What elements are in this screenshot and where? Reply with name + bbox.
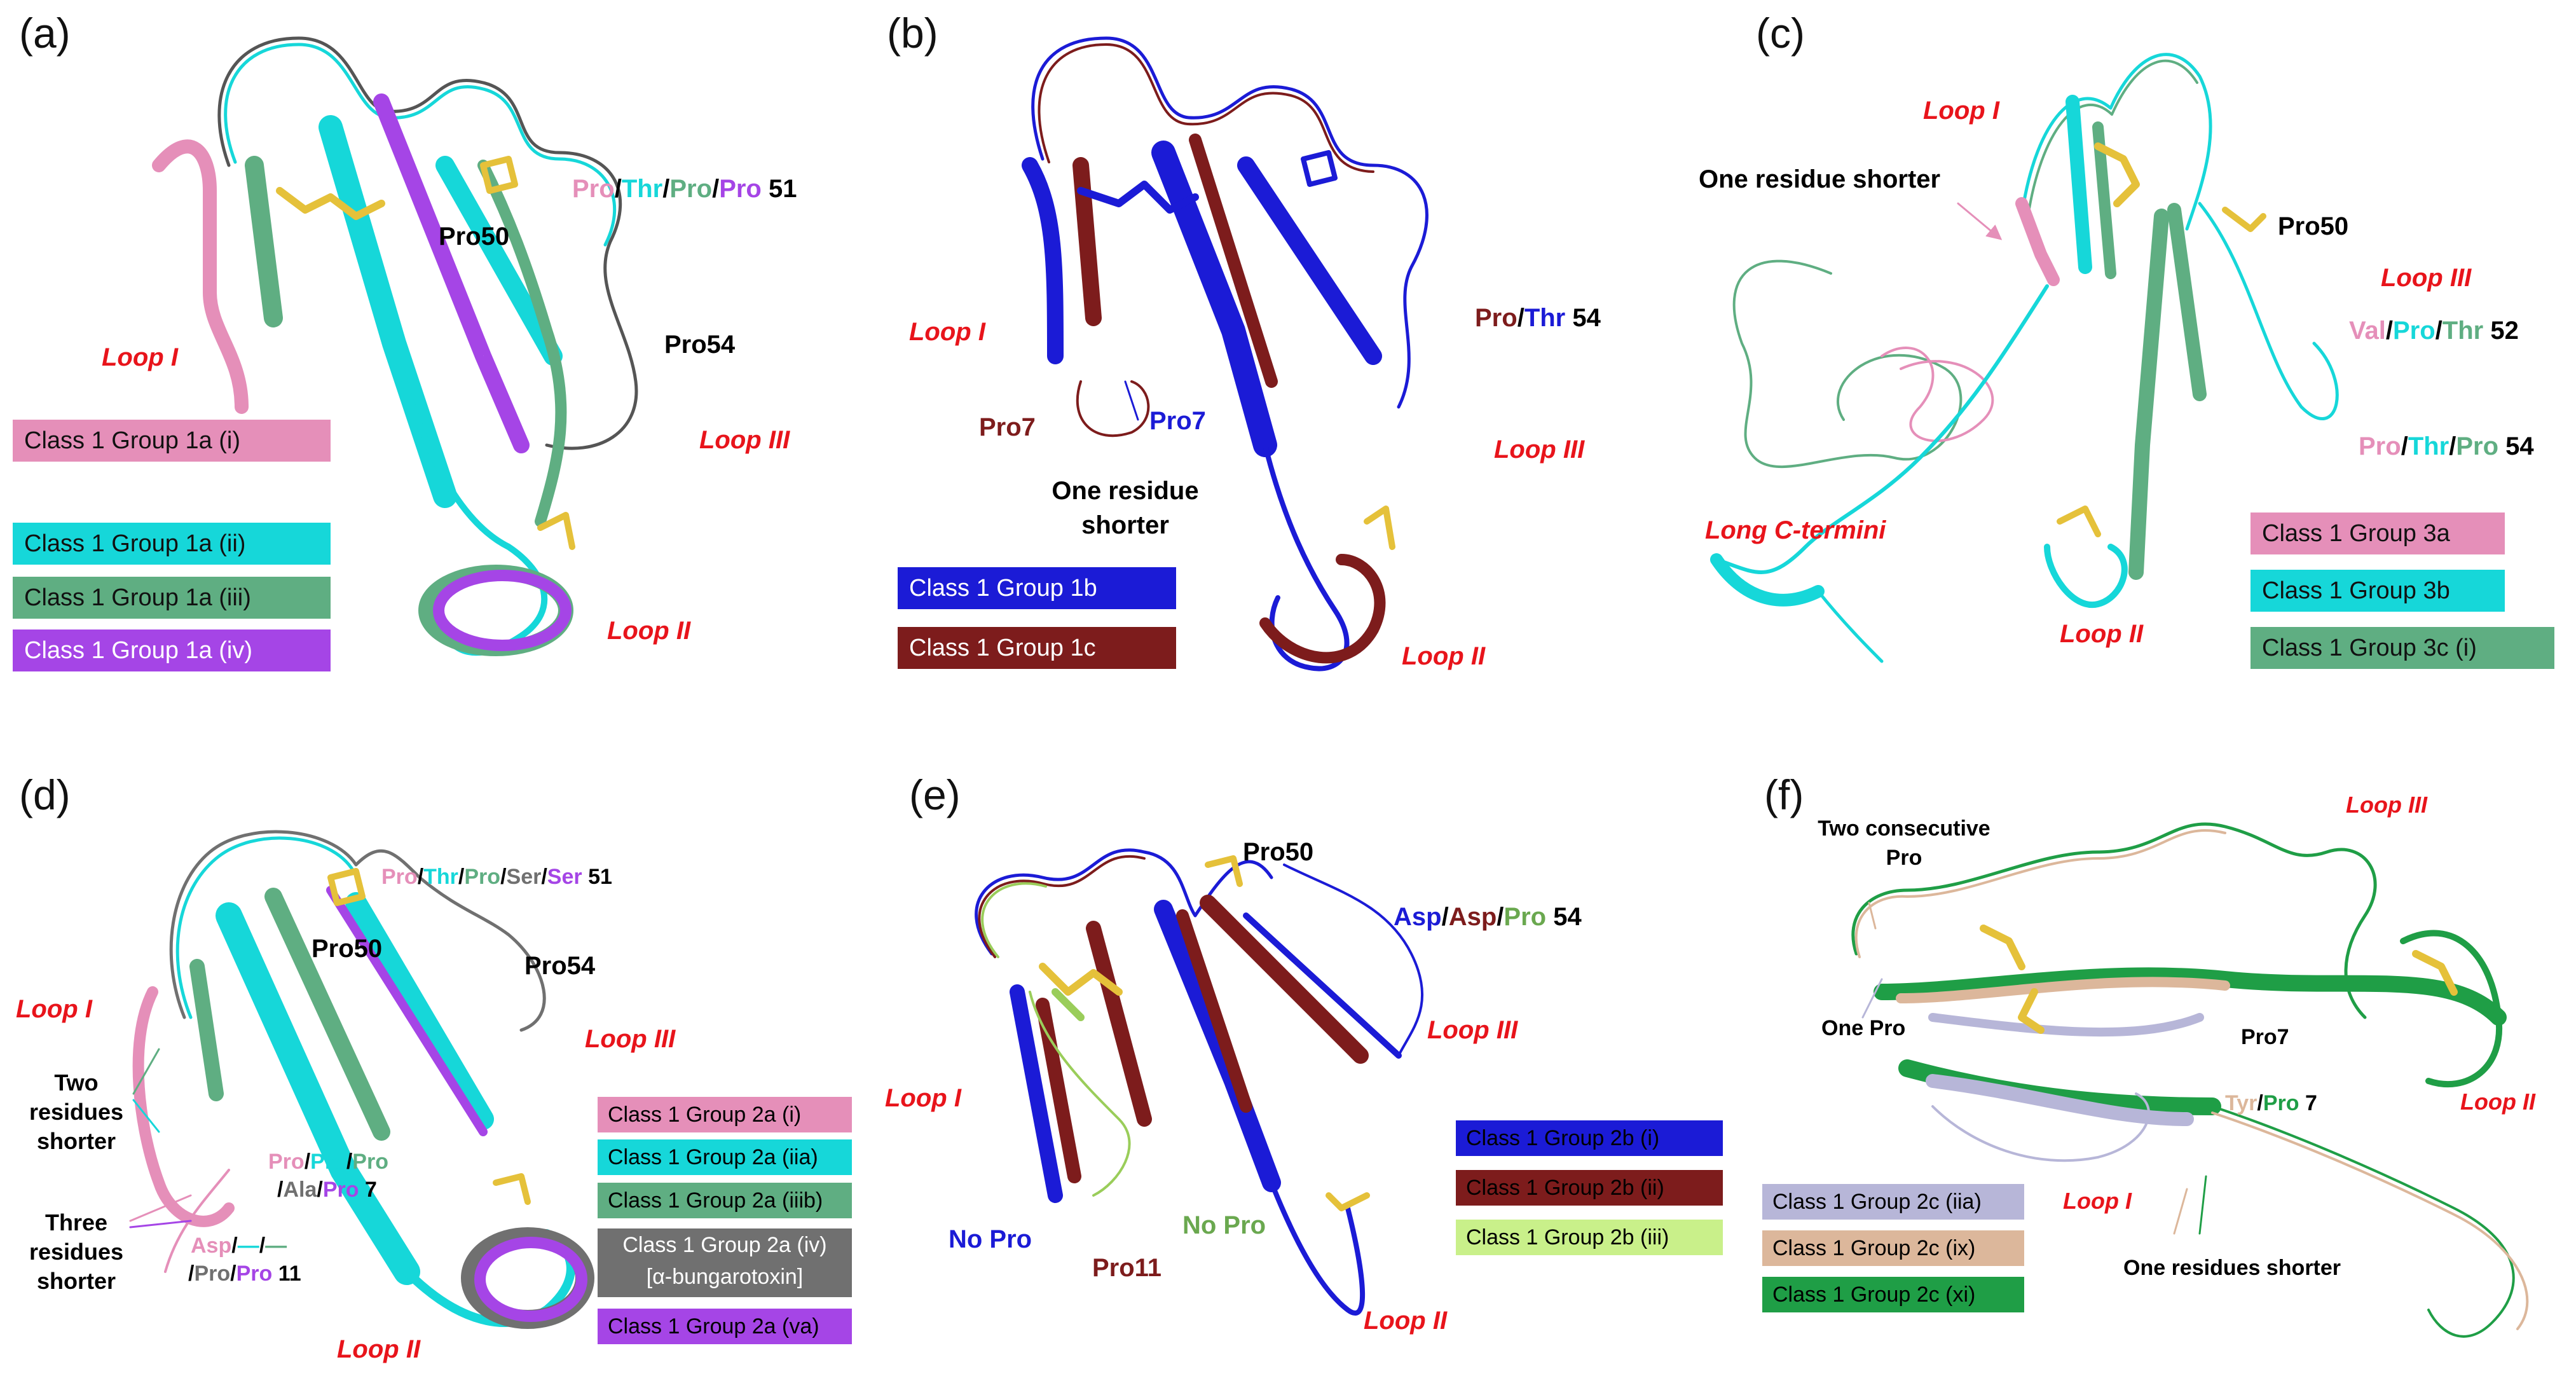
panel-f-loop-i: Loop I [2063, 1188, 2132, 1214]
panel-a-residue-51: Pro/Thr/Pro/Pro 51 [572, 175, 797, 203]
panel-d-loop-i: Loop I [16, 995, 92, 1023]
panel-a-loop-ii: Loop II [607, 617, 691, 645]
panel-f-two-consecutive-pro: Two consecutive Pro [1818, 816, 1990, 870]
panel-c-pro50: Pro50 [2278, 212, 2349, 240]
panel-f-structure [1851, 822, 2529, 1338]
panel-e-legend-2b-i: Class 1 Group 2b (i) [1456, 1120, 1723, 1156]
panel-d-pro50: Pro50 [312, 935, 383, 963]
panel-a-pro54: Pro54 [664, 331, 736, 359]
panel-d-legend-2a-va: Class 1 Group 2a (va) [598, 1309, 852, 1344]
panel-b-legend-1b: Class 1 Group 1b [898, 567, 1176, 609]
panel-b-legend-1c: Class 1 Group 1c [898, 627, 1176, 669]
panel-b-structure [1022, 36, 1428, 671]
panel-b-letter: (b) [887, 10, 938, 57]
panel-c-loop-i: Loop I [1923, 97, 1999, 125]
panel-d-residue-51: Pro/Thr/Pro/Ser/Ser 51 [381, 865, 612, 889]
panel-d-residue-11-line2: /Pro/Pro 11 [188, 1262, 301, 1286]
panel-f-letter: (f) [1764, 771, 1804, 818]
panel-b-loop-ii: Loop II [1402, 642, 1486, 670]
panel-a-structure [152, 36, 638, 656]
panel-d-three-residues-shorter: Three residues shorter [29, 1209, 124, 1294]
panel-a-letter: (a) [19, 10, 71, 57]
panel-b-loop-i: Loop I [909, 318, 985, 346]
panel-e-letter: (e) [909, 771, 961, 818]
panel-a-legend-1a-iv: Class 1 Group 1a (iv) [13, 630, 331, 671]
panel-d-residue-7-line1: Pro/Pro/Pro [268, 1150, 388, 1174]
panel-d-two-residues-shorter: Two residues shorter [29, 1070, 124, 1154]
panel-c-legend-3a: Class 1 Group 3a [2251, 513, 2505, 554]
panel-b-one-residue-shorter: One residue shorter [1052, 477, 1199, 539]
panel-b-pro7-maroon: Pro7 [979, 413, 1036, 441]
panel-e-no-pro-green: No Pro [1182, 1211, 1266, 1239]
panel-e-pro11: Pro11 [1092, 1254, 1161, 1282]
panel-e-pro50: Pro50 [1243, 838, 1314, 866]
panel-c-loop-ii: Loop II [2060, 620, 2144, 648]
panel-c-loop-iii: Loop III [2381, 264, 2472, 292]
panel-e-legend-2b-ii: Class 1 Group 2b (ii) [1456, 1170, 1723, 1206]
panel-c-residue-54: Pro/Thr/Pro 54 [2359, 432, 2534, 460]
panel-e-loop-i: Loop I [885, 1084, 961, 1112]
panel-c-legend-3c-i: Class 1 Group 3c (i) [2251, 627, 2554, 669]
panel-f-one-pro: One Pro [1821, 1016, 1906, 1040]
panel-e-residue-54: Asp/Asp/Pro 54 [1394, 903, 1582, 931]
panel-e-no-pro-blue: No Pro [949, 1225, 1032, 1253]
panel-c-residue-52: Val/Pro/Thr 52 [2349, 317, 2519, 345]
panel-d-loop-ii: Loop II [337, 1335, 421, 1363]
panel-e-legend-2b-iii: Class 1 Group 2b (iii) [1456, 1220, 1723, 1255]
panel-d-residue-11-line1: Asp/—/— [191, 1234, 287, 1258]
panel-f-one-residues-shorter: One residues shorter [2123, 1256, 2341, 1280]
panel-f-pro7: Pro7 [2241, 1025, 2289, 1049]
panel-f-legend-2c-iia: Class 1 Group 2c (iia) [1762, 1184, 2024, 1220]
panel-f-legend-2c-ix: Class 1 Group 2c (ix) [1762, 1230, 2024, 1266]
panel-d-pro54: Pro54 [524, 952, 596, 980]
panel-b-loop-iii: Loop III [1494, 436, 1585, 464]
panel-a-pro50: Pro50 [439, 223, 510, 251]
panel-a-legend-1a-ii: Class 1 Group 1a (ii) [13, 523, 331, 565]
panel-b-pro7-blue: Pro7 [1149, 407, 1206, 435]
panel-d-legend-2a-i: Class 1 Group 2a (i) [598, 1097, 852, 1132]
panel-c-long-c-termini: Long C-termini [1705, 516, 1886, 544]
panel-d-legend-2a-iv: Class 1 Group 2a (iv) [α-bungarotoxin] [598, 1228, 852, 1297]
panel-f-residue-7: Tyr/Pro 7 [2225, 1091, 2317, 1115]
panel-c-structure [1710, 53, 2339, 663]
panel-d-legend-2a-iia: Class 1 Group 2a (iia) [598, 1139, 852, 1175]
panel-a-loop-iii: Loop III [699, 426, 790, 454]
panel-d-loop-iii: Loop III [585, 1025, 676, 1053]
panel-b-residue-54: Pro/Thr 54 [1475, 304, 1601, 332]
panel-f-legend-2c-xi: Class 1 Group 2c (xi) [1762, 1277, 2024, 1312]
panel-f-loop-iii: Loop III [2346, 792, 2427, 818]
panel-f-loop-ii: Loop II [2460, 1089, 2535, 1115]
panel-a-legend-1a-iii: Class 1 Group 1a (iii) [13, 577, 331, 619]
panel-d-legend-2a-iiib: Class 1 Group 2a (iiib) [598, 1183, 852, 1218]
panel-a-legend-1a-i: Class 1 Group 1a (i) [13, 420, 331, 462]
panel-d-structure [129, 830, 594, 1329]
panel-c-one-residue-shorter: One residue shorter [1699, 165, 1941, 193]
panel-c-letter: (c) [1756, 10, 1805, 57]
panel-e-loop-ii: Loop II [1364, 1307, 1448, 1335]
panel-e-structure [975, 848, 1424, 1316]
panel-a-loop-i: Loop I [102, 343, 178, 371]
panel-d-residue-7-line2: /Ala/Pro 7 [277, 1178, 377, 1202]
panel-d-letter: (d) [19, 771, 71, 818]
panel-e-loop-iii: Loop III [1427, 1016, 1518, 1044]
panel-c-legend-3b: Class 1 Group 3b [2251, 570, 2505, 612]
